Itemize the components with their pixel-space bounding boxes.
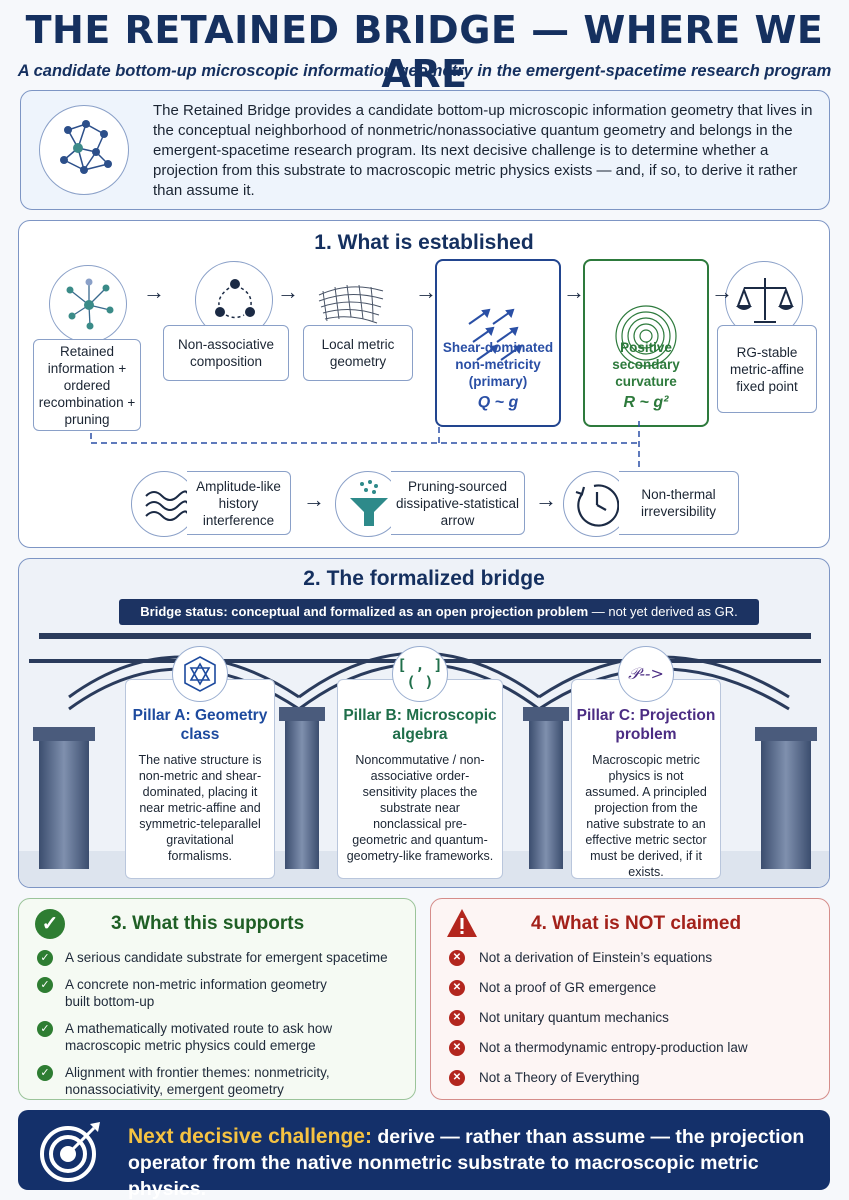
- list-item: ✕Not a Theory of Everything: [449, 1069, 748, 1086]
- check-circle-icon: ✓: [35, 909, 65, 939]
- arrow-right-icon: →: [415, 279, 437, 304]
- check-icon: ✓: [37, 977, 53, 993]
- consequence-dissipative-arrow: Pruning-sourced dissipative-statistical …: [391, 471, 525, 535]
- page-title: THE RETAINED BRIDGE — WHERE WE ARE: [25, 8, 824, 96]
- list-item: ✕Not unitary quantum mechanics: [449, 1009, 748, 1026]
- consequence-interference: Amplitude-like history interference: [187, 471, 291, 535]
- step-shear-label: Shear-dominated non-metricity (primary): [442, 340, 554, 389]
- mesh-icon: [311, 261, 389, 339]
- bridge-status-banner: Bridge status: conceptual and formalized…: [119, 599, 759, 625]
- list-item: ✓A mathematically motivated route to ask…: [37, 1020, 388, 1054]
- next-challenge-banner: Next decisive challenge: derive — rather…: [18, 1110, 830, 1200]
- not-claimed-title: 4. What is NOT claimed: [531, 913, 742, 934]
- established-title: 1. What is established: [314, 231, 534, 254]
- pillar-a-body: The native structure is non-metric and s…: [138, 753, 262, 863]
- arrow-right-icon: →: [535, 487, 557, 512]
- bracket-icon-bottom: ( ): [406, 673, 434, 691]
- page-subtitle: A candidate bottom-up microscopic inform…: [17, 62, 832, 80]
- not-claimed-section: 4. What is NOT claimed ✕Not a derivation…: [430, 898, 830, 1100]
- pillar-b-title: Pillar B: Microscopic algebra: [343, 707, 497, 743]
- next-challenge-text: Next decisive challenge: derive — rather…: [128, 1124, 818, 1200]
- warning-icon: [447, 909, 477, 937]
- shear-formula: Q ~ g: [477, 394, 519, 411]
- clock-icon: [563, 471, 629, 537]
- pillar-b-body: Noncommutative / non-associative order-s…: [346, 753, 494, 863]
- wave-icon: [131, 471, 197, 537]
- cross-icon: ✕: [449, 950, 465, 966]
- bracket-icon-top: [ , ]: [397, 656, 443, 674]
- bridge-status-tail: — not yet derived as GR.: [588, 604, 738, 619]
- list-item: ✕Not a proof of GR emergence: [449, 979, 748, 996]
- network-icon: [49, 265, 127, 343]
- pillar-c-card: 𝒫--> Pillar C: Projection problem Macros…: [571, 646, 721, 879]
- list-item: ✕Not a thermodynamic entropy-production …: [449, 1039, 748, 1056]
- arrow-right-icon: →: [711, 279, 733, 304]
- projection-icon: 𝒫-->: [618, 646, 674, 702]
- cross-icon: ✕: [449, 1040, 465, 1056]
- positive-curvature-box: [583, 259, 709, 427]
- established-section: 1. What is established: [18, 220, 830, 548]
- dashed-connector: [90, 421, 640, 469]
- cross-icon: ✕: [449, 1010, 465, 1026]
- curvature-formula: R ~ g²: [623, 394, 669, 411]
- pillar-c-title: Pillar C: Projection problem: [576, 707, 716, 743]
- pillar-a-card: Pillar A: Geometry class The native stru…: [125, 646, 275, 879]
- cross-icon: ✕: [449, 1070, 465, 1086]
- bridge-title: 2. The formalized bridge: [303, 567, 545, 590]
- next-challenge-highlight: Next decisive challenge:: [128, 1125, 372, 1148]
- list-item: ✓Alignment with frontier themes: nonmetr…: [37, 1064, 388, 1098]
- next-challenge-body: derive — rather than assume — the projec…: [128, 1126, 805, 1200]
- check-icon: ✓: [37, 950, 53, 966]
- bridge-status-main: Bridge status: conceptual and formalized…: [140, 604, 589, 619]
- arrow-right-icon: →: [563, 279, 585, 304]
- step-retained-information: Retained information + ordered recombina…: [33, 339, 141, 431]
- list-item: ✓A concrete non-metric information geome…: [37, 976, 388, 1010]
- step-rg-stable: RG-stable metric-affine fixed point: [717, 325, 817, 413]
- shear-nonmetricity-box: [435, 259, 561, 427]
- intro-text: The Retained Bridge provides a candidate…: [153, 102, 813, 199]
- network-graph-icon: [39, 105, 129, 195]
- step-local-metric: Local metric geometry: [303, 325, 413, 381]
- pillar-a-title: Pillar A: Geometry class: [132, 707, 268, 743]
- shear-arrows-icon: [468, 308, 523, 361]
- arrow-right-icon: →: [303, 487, 325, 512]
- arrow-right-icon: →: [143, 279, 165, 304]
- arrow-right-icon: →: [277, 279, 299, 304]
- intro-panel: The Retained Bridge provides a candidate…: [20, 90, 830, 210]
- check-icon: ✓: [37, 1021, 53, 1037]
- bridge-section: 2. The formalized bridge Bridge status: …: [18, 558, 830, 888]
- supports-list: ✓A serious candidate substrate for emerg…: [37, 949, 388, 1108]
- list-item: ✕Not a derivation of Einstein’s equation…: [449, 949, 748, 966]
- pillar-c-body: Macroscopic metric physics is not assume…: [585, 753, 707, 879]
- supports-title: 3. What this supports: [111, 913, 305, 934]
- check-icon: ✓: [37, 1065, 53, 1081]
- step-nonassociative: Non-associative composition: [163, 325, 289, 381]
- step-curvature-label: Positive secondary curvature: [612, 340, 680, 389]
- cross-icon: ✕: [449, 980, 465, 996]
- consequence-irreversibility: Non-thermal irreversibility: [619, 471, 739, 535]
- not-claimed-list: ✕Not a derivation of Einstein’s equation…: [449, 949, 748, 1099]
- pillar-b-card: [ , ] ( ) Pillar B: Microscopic algebra …: [337, 646, 503, 879]
- bracket-icon: [ , ] ( ): [392, 646, 448, 702]
- list-item: ✓A serious candidate substrate for emerg…: [37, 949, 388, 966]
- concentric-circles-icon: [615, 305, 677, 367]
- projection-icon-text: 𝒫-->: [628, 664, 664, 683]
- supports-section: ✓ 3. What this supports ✓A serious candi…: [18, 898, 416, 1100]
- target-icon: [40, 1122, 100, 1182]
- geometry-icon: [172, 646, 228, 702]
